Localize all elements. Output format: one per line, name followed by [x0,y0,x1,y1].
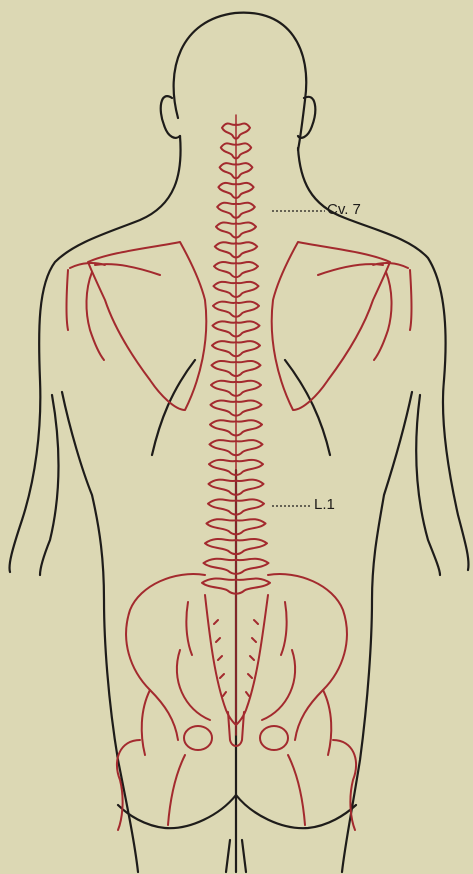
left-pubic-arc [142,650,210,755]
right-pubic-arc [262,650,331,755]
label-l1: L.1 [314,496,335,513]
left-arm-inner [40,395,59,575]
label-cv7: Cv. 7 [327,201,361,218]
right-obturator [260,726,288,750]
right-sacral-foramina [246,620,258,696]
left-femur-inner [168,755,185,825]
left-sacroiliac-curve [186,602,192,655]
right-sacroiliac-curve [281,602,287,655]
left-ilium [126,574,205,740]
right-torso-side [342,392,412,872]
left-obturator [184,726,212,750]
left-scapula [88,242,206,410]
right-ilium [268,574,347,740]
left-back-crease [152,360,195,455]
right-femur-head [333,740,356,830]
left-shoulder-joint [86,272,104,360]
left-sacral-foramina [214,620,226,696]
head-outline [174,13,307,150]
right-femur-inner [288,755,305,825]
right-buttock [236,795,356,828]
scapulae [67,242,412,410]
left-buttock [118,795,236,828]
vertebral-column [202,115,270,735]
right-shoulder-joint [374,272,392,360]
right-scapula [272,242,390,410]
right-arm-inner [416,395,440,575]
